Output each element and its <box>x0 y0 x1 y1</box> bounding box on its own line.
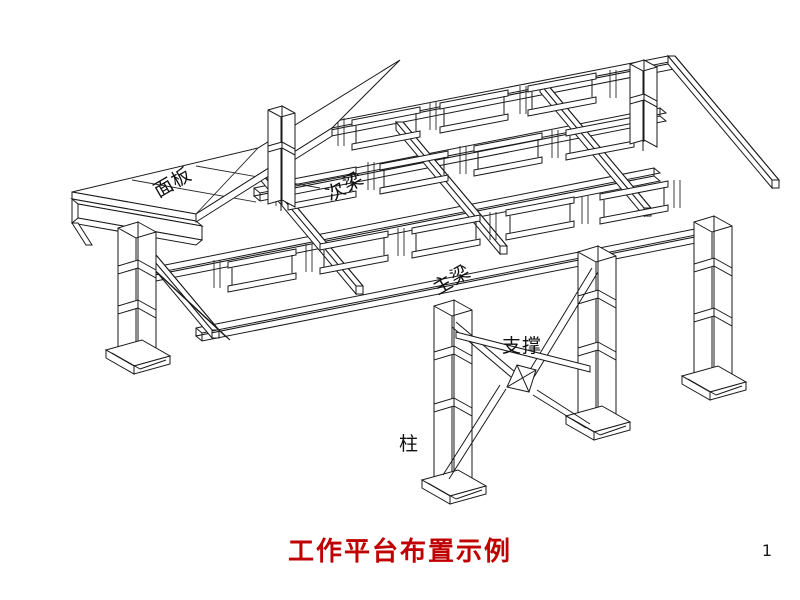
label-main-beam: 主梁 <box>429 260 475 299</box>
column-right-front <box>680 215 748 401</box>
column-back-right <box>629 59 658 151</box>
column-back-left <box>267 105 296 211</box>
column-center-front <box>420 299 488 505</box>
column-left-front <box>104 221 172 375</box>
column-group <box>104 59 748 505</box>
label-column: 柱 <box>399 433 419 455</box>
slide-title: 工作平台布置示例 <box>287 537 512 567</box>
page-number: 1 <box>761 541 772 560</box>
label-bracing: 支撑 <box>502 335 542 357</box>
secondary-beam-group <box>227 72 669 293</box>
deck-plate <box>70 59 401 246</box>
bracing-group <box>442 267 599 480</box>
column-center-right <box>564 245 632 441</box>
